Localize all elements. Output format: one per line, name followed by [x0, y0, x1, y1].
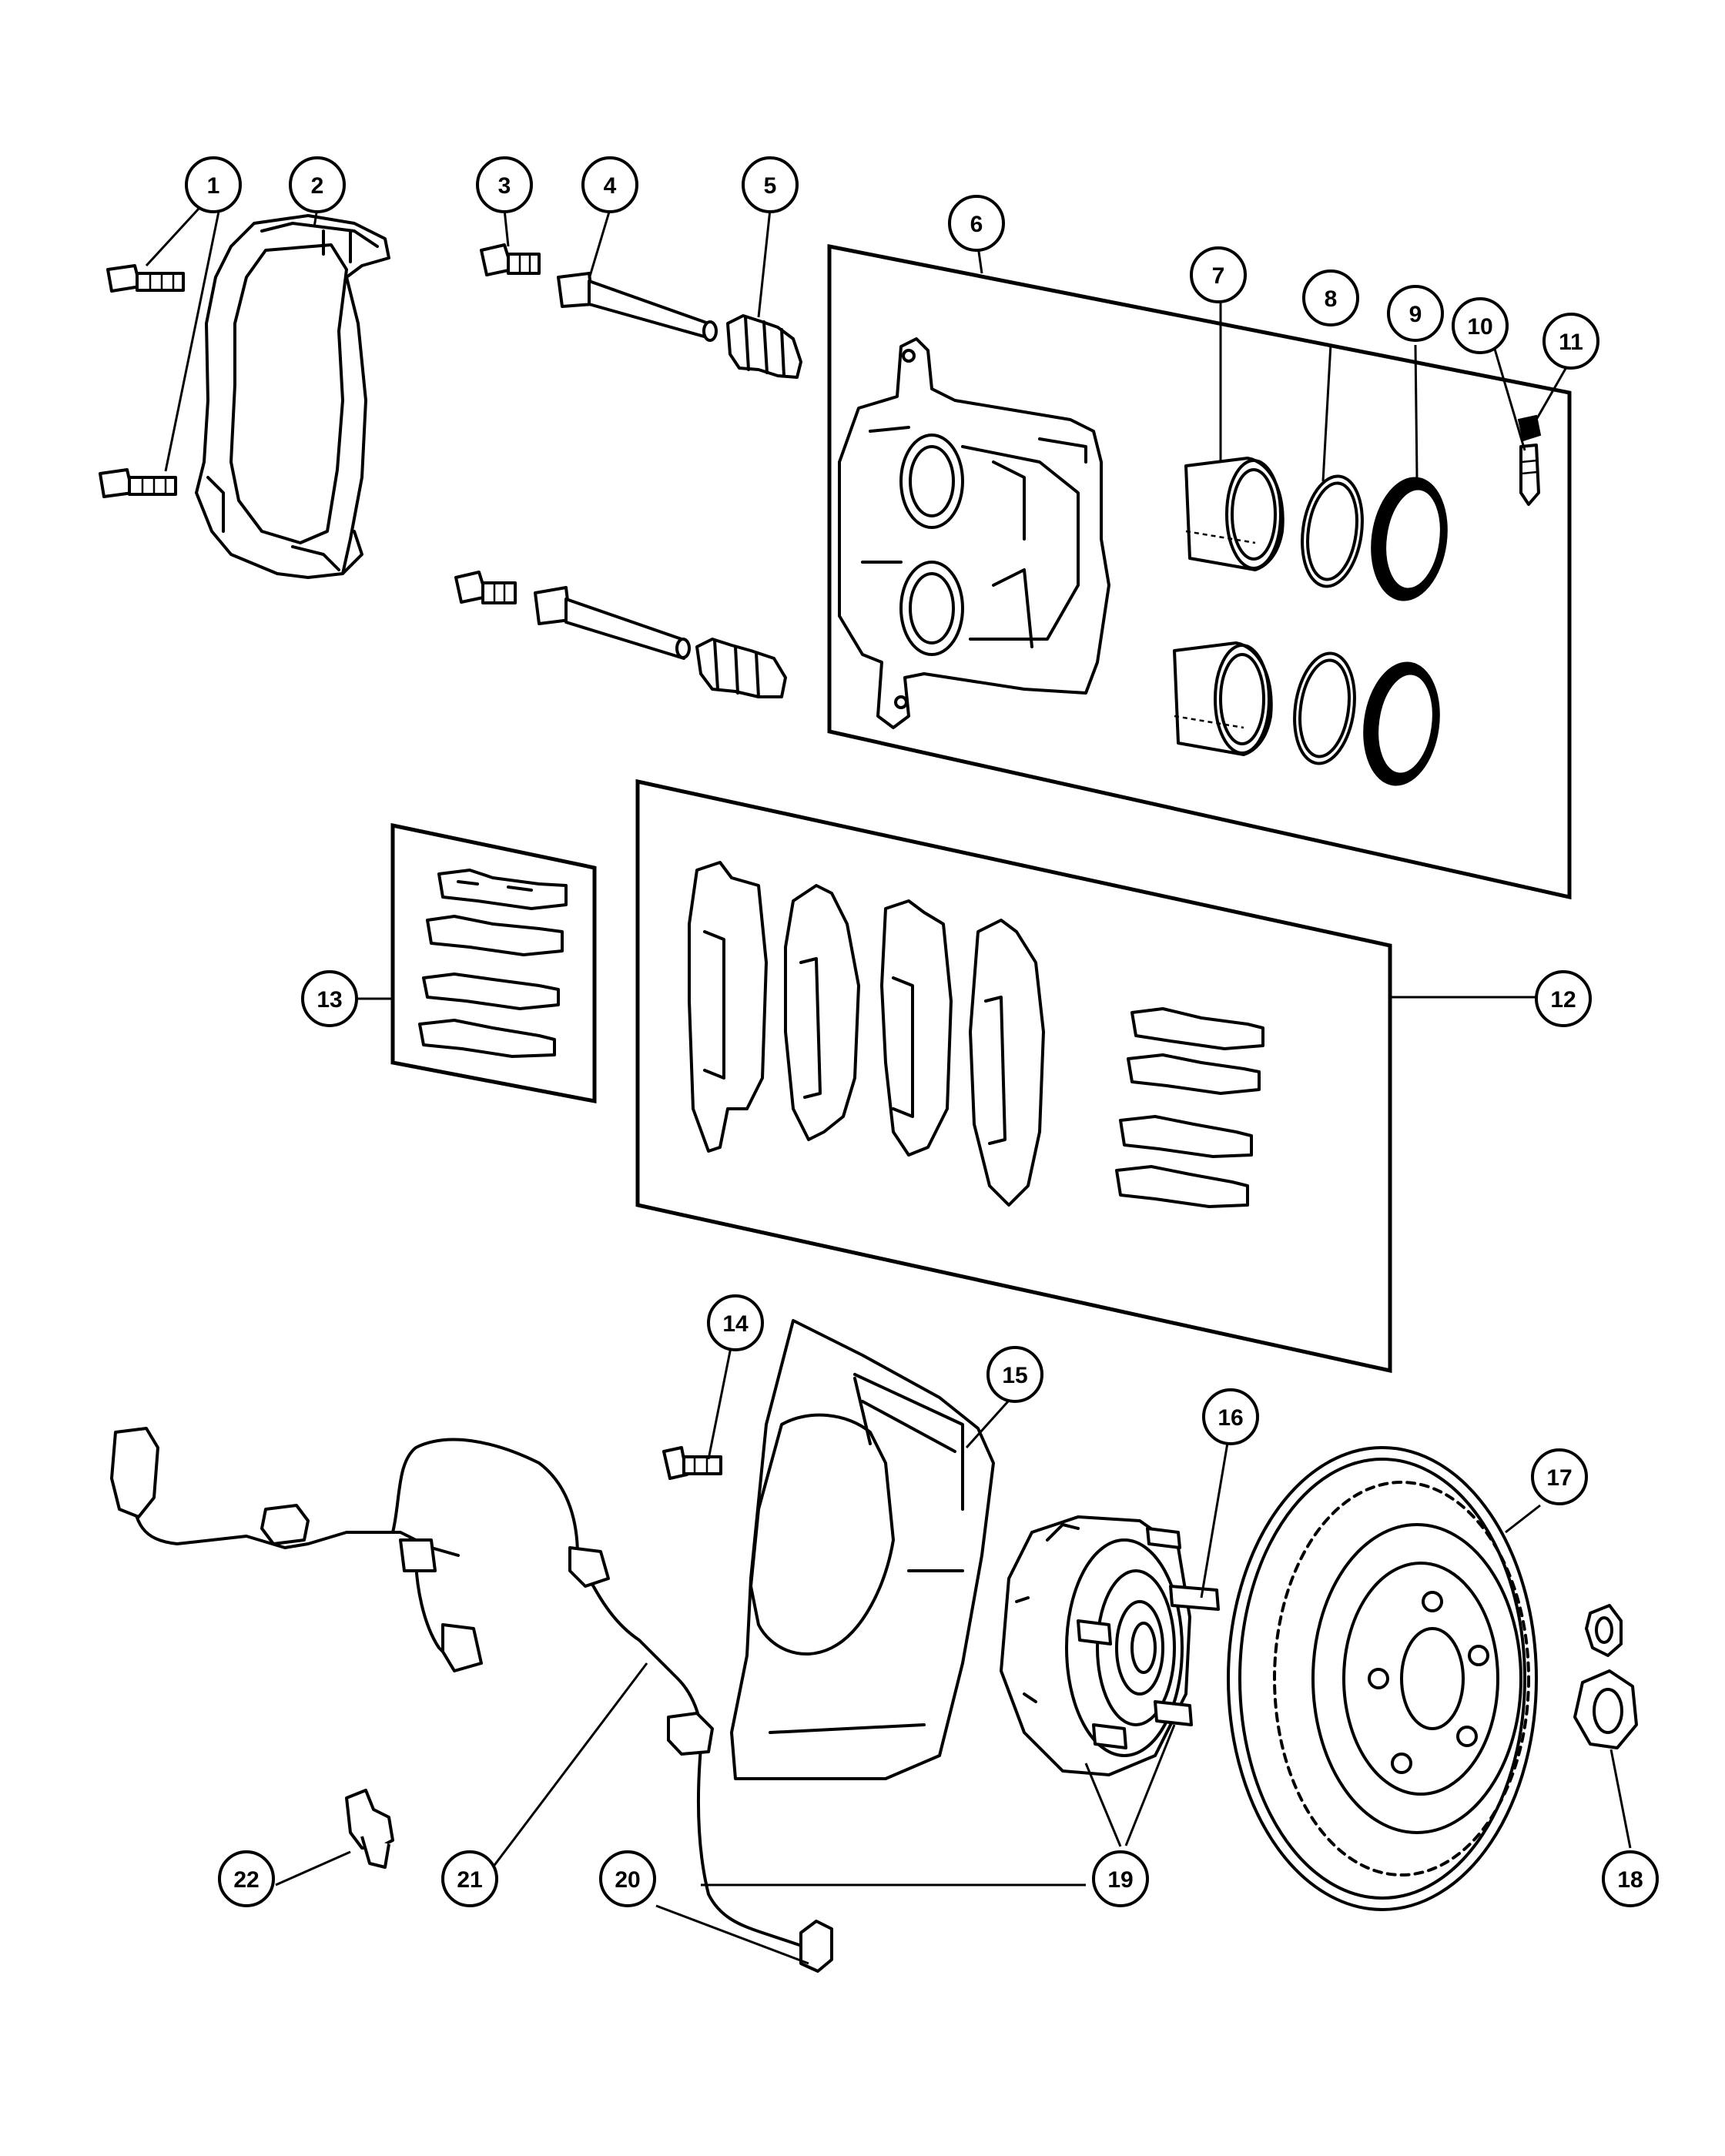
bleeder-screw [1519, 444, 1540, 506]
callout-5: 5 [742, 156, 799, 213]
callout-2: 2 [289, 156, 346, 213]
guide-pin-boot-lower [695, 638, 787, 698]
caliper-piston-upper [1184, 457, 1285, 571]
callout-label: 16 [1218, 1405, 1243, 1431]
pad-clip-kit-box [390, 822, 597, 1104]
guide-pin-boot-upper [726, 314, 802, 379]
callout-label: 13 [317, 987, 342, 1013]
callout-15: 15 [986, 1346, 1043, 1403]
piston-dust-boot-upper [1371, 477, 1448, 601]
hub-nut-retainer [1585, 1604, 1623, 1657]
callout-label: 9 [1409, 302, 1422, 327]
leader-lines [145, 197, 1632, 1965]
callout-label: 6 [970, 212, 983, 237]
callout-label: 5 [764, 173, 777, 199]
callout-20: 20 [599, 1850, 656, 1907]
callout-label: 19 [1107, 1867, 1133, 1893]
bleeder-cap [1517, 414, 1542, 442]
guide-pin-upper [557, 272, 718, 342]
callout-label: 8 [1325, 286, 1338, 312]
callout-4: 4 [581, 156, 638, 213]
brake-pad-kit [688, 861, 1264, 1208]
callout-label: 12 [1550, 987, 1576, 1013]
callout-label: 10 [1467, 314, 1492, 340]
caliper-kit-box [827, 243, 1572, 900]
piston-seal-lower [1293, 651, 1356, 765]
callout-18: 18 [1602, 1850, 1659, 1907]
guide-pin-bolt-lower [454, 571, 517, 604]
callout-22: 22 [218, 1850, 275, 1907]
callout-13: 13 [301, 970, 358, 1027]
callout-label: 3 [498, 173, 511, 199]
callout-8: 8 [1302, 270, 1359, 326]
guide-pin-bolt-upper [480, 243, 541, 276]
harness-clip [345, 1789, 394, 1869]
wheel-stud [1077, 1527, 1220, 1749]
wheel-speed-sensor-harness [110, 1427, 833, 1973]
callout-label: 17 [1546, 1465, 1572, 1491]
callout-label: 18 [1617, 1867, 1643, 1893]
callout-label: 15 [1002, 1363, 1027, 1388]
splash-shield [730, 1319, 995, 1780]
caliper-adapter-bolt-upper [106, 264, 185, 293]
callout-11: 11 [1542, 313, 1599, 370]
callout-6: 6 [948, 195, 1005, 252]
callout-14: 14 [707, 1294, 764, 1351]
caliper-piston-lower [1173, 641, 1273, 756]
callout-3: 3 [476, 156, 533, 213]
callout-label: 22 [233, 1867, 259, 1893]
callout-label: 14 [722, 1311, 749, 1337]
piston-dust-boot-lower [1363, 661, 1440, 786]
callout-label: 7 [1212, 263, 1225, 289]
callout-label: 2 [311, 173, 324, 199]
brake-rotor [1227, 1446, 1538, 1911]
callout-16: 16 [1202, 1388, 1259, 1445]
callout-9: 9 [1387, 285, 1444, 342]
piston-seal-upper [1301, 474, 1364, 588]
brake-pad-kit-box [635, 778, 1392, 1374]
callout-19: 19 [1092, 1850, 1149, 1907]
callout-21: 21 [441, 1850, 498, 1907]
callout-label: 4 [604, 173, 617, 199]
hub-nut [1573, 1669, 1638, 1749]
callout-10: 10 [1452, 297, 1509, 354]
callout-label: 1 [207, 173, 220, 199]
hub-bearing-assembly [1000, 1515, 1191, 1776]
caliper-adapter [195, 214, 390, 579]
callout-7: 7 [1190, 246, 1247, 303]
caliper-housing [838, 337, 1110, 729]
callout-label: 20 [615, 1867, 640, 1893]
caliper-adapter-bolt-lower [99, 468, 177, 498]
callout-1: 1 [185, 156, 242, 213]
pad-clip-kit [418, 869, 568, 1058]
callout-label: 11 [1559, 330, 1583, 355]
callout-label: 21 [457, 1867, 482, 1893]
guide-pin-lower [534, 586, 691, 660]
splash-shield-bolt [662, 1446, 722, 1480]
callout-12: 12 [1535, 970, 1592, 1027]
callout-17: 17 [1531, 1448, 1588, 1505]
